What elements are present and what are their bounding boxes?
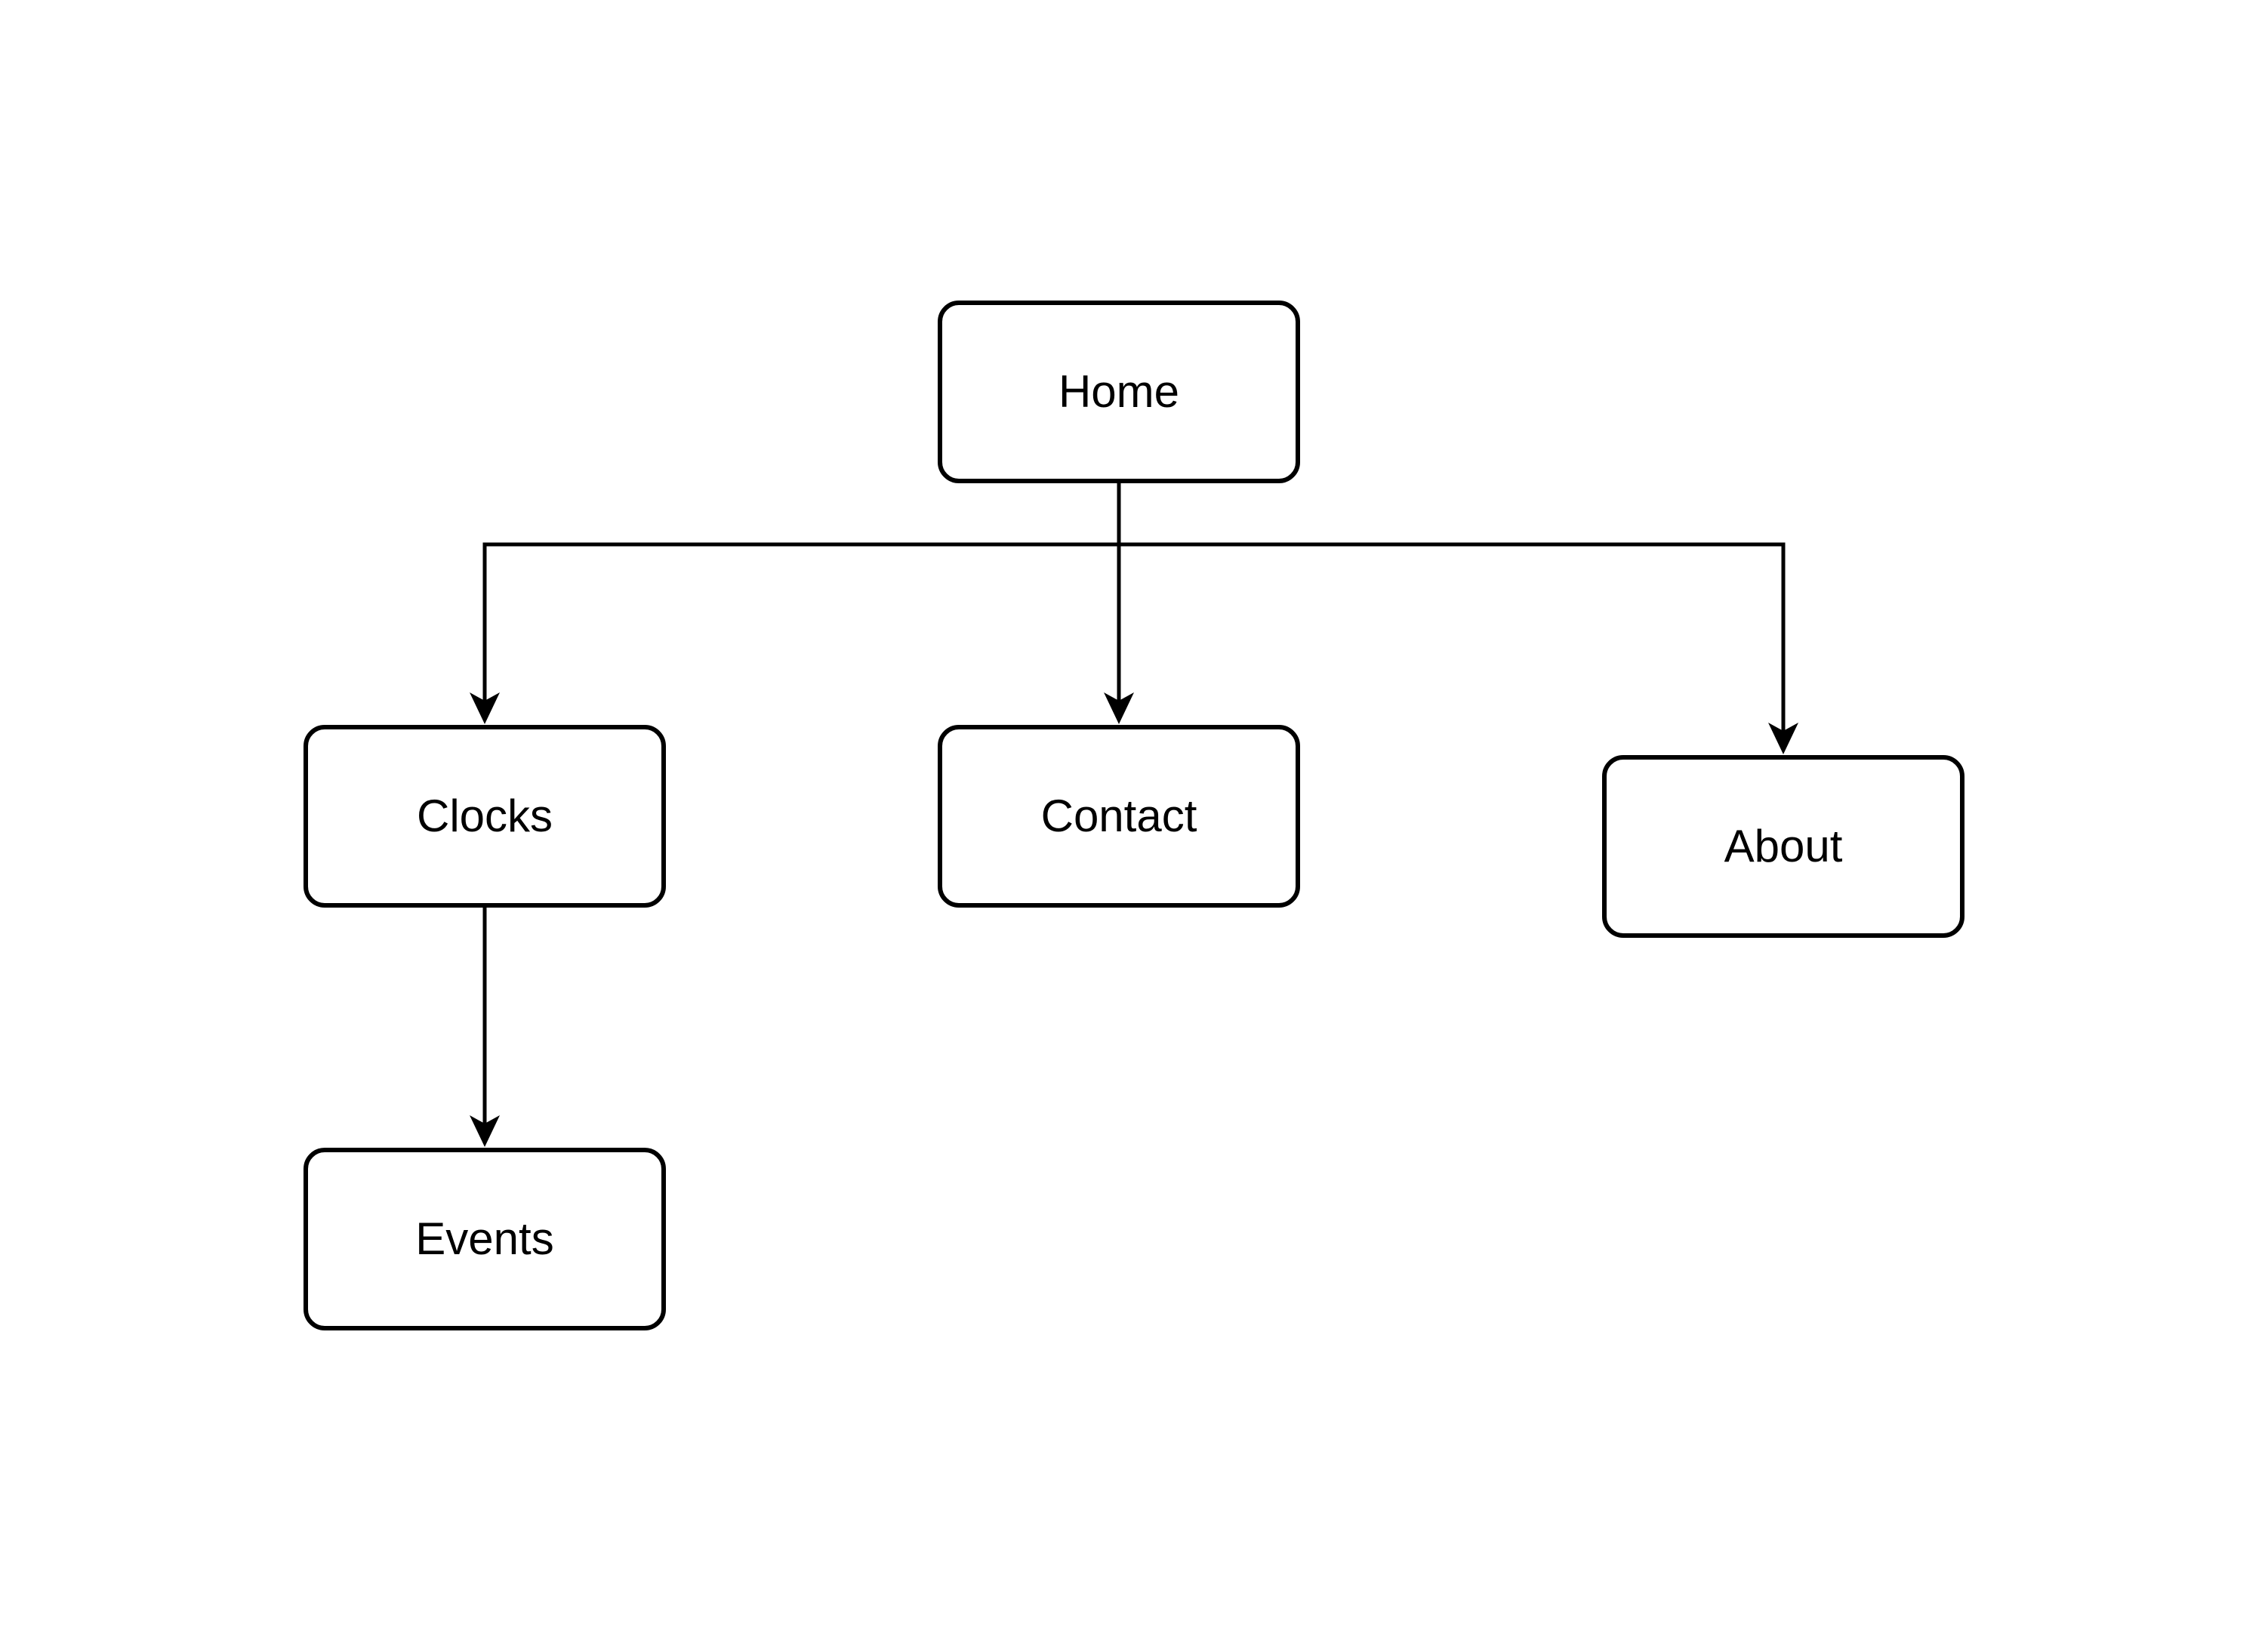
node-events: Events xyxy=(304,1148,666,1330)
node-clocks: Clocks xyxy=(304,725,666,908)
node-home: Home xyxy=(938,301,1300,483)
node-home-label: Home xyxy=(1058,366,1180,417)
node-events-label: Events xyxy=(415,1213,554,1264)
arrowhead-events-icon xyxy=(470,1115,500,1147)
edge-home-clocks xyxy=(482,483,1121,702)
node-contact: Contact xyxy=(938,725,1300,908)
edge-home-about xyxy=(1117,483,1786,732)
node-about: About xyxy=(1602,755,1964,938)
node-clocks-label: Clocks xyxy=(416,791,553,841)
arrowhead-about-icon xyxy=(1768,723,1798,754)
node-about-label: About xyxy=(1724,821,1843,871)
arrowhead-contact-icon xyxy=(1104,692,1134,724)
node-contact-label: Contact xyxy=(1040,791,1197,841)
arrowhead-clocks-icon xyxy=(470,692,500,724)
